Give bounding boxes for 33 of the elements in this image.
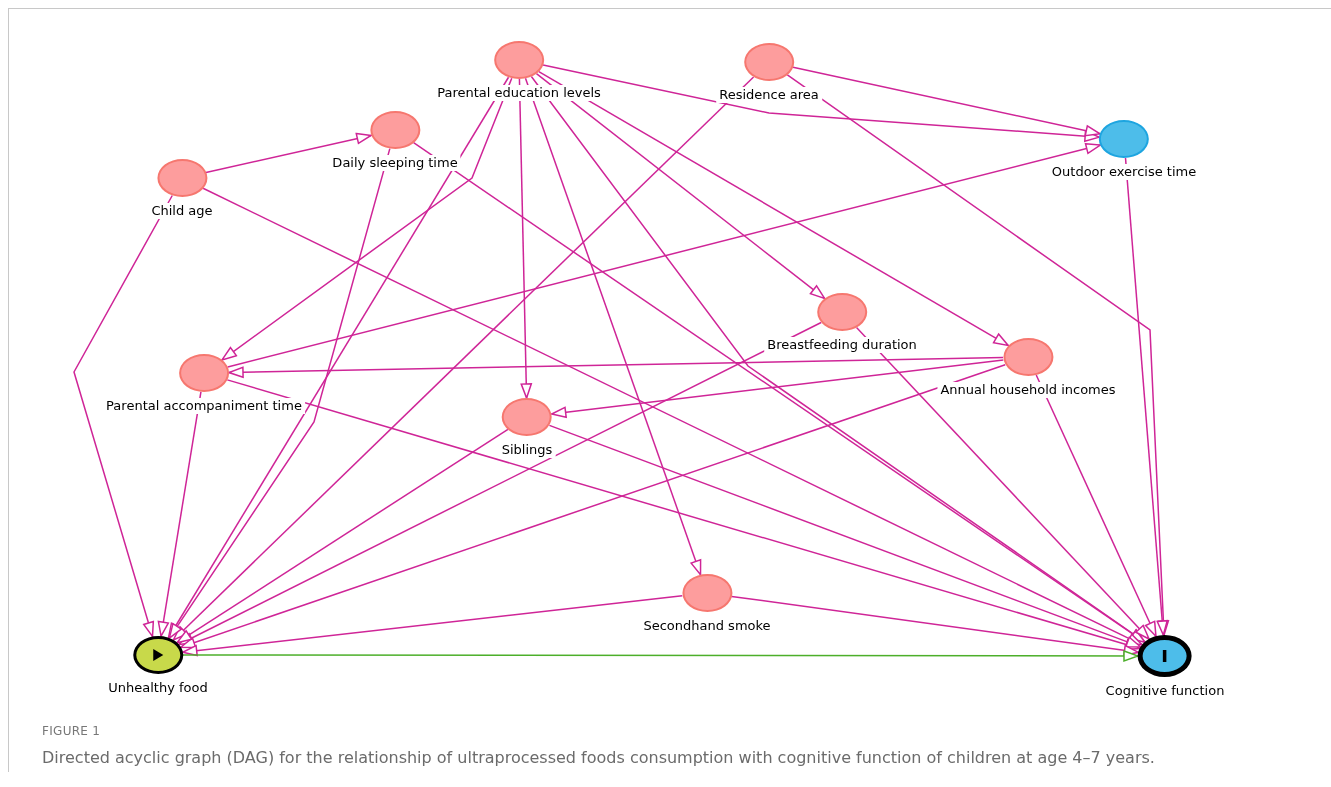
arrow bbox=[524, 77, 702, 576]
arrow bbox=[167, 76, 510, 639]
arrow bbox=[518, 78, 532, 399]
arrow bbox=[1035, 374, 1157, 637]
arrow bbox=[542, 64, 1100, 142]
arrow bbox=[182, 650, 1139, 662]
arrow bbox=[157, 391, 202, 637]
arrow bbox=[792, 66, 1101, 137]
arrow bbox=[73, 194, 173, 638]
arrow bbox=[855, 326, 1150, 640]
caption: Directed acyclic graph (DAG) for the relationship of ultraprocessed foods consumption with cognitive function of children at age 4–7 years. bbox=[42, 747, 1155, 769]
arrow bbox=[178, 321, 822, 646]
arrow bbox=[202, 187, 1143, 646]
arrow bbox=[221, 77, 513, 361]
arrow bbox=[730, 595, 1140, 657]
node-label: Residence area bbox=[716, 87, 822, 103]
arrow bbox=[535, 72, 826, 300]
arrow bbox=[172, 76, 755, 641]
arrow bbox=[550, 359, 1005, 419]
arrow bbox=[176, 428, 509, 644]
arrow bbox=[1124, 157, 1168, 636]
arrow bbox=[226, 142, 1102, 368]
arrow bbox=[538, 70, 1009, 347]
arrow bbox=[412, 141, 1146, 643]
figure-number: FIGURE 1 bbox=[42, 723, 102, 740]
arrow bbox=[180, 364, 1006, 649]
arrow bbox=[548, 424, 1142, 648]
arrow bbox=[226, 379, 1141, 651]
arrow bbox=[205, 132, 372, 174]
arrow bbox=[530, 75, 1146, 643]
arrow bbox=[228, 356, 1004, 378]
arrow bbox=[182, 595, 683, 657]
arrow bbox=[168, 147, 391, 639]
